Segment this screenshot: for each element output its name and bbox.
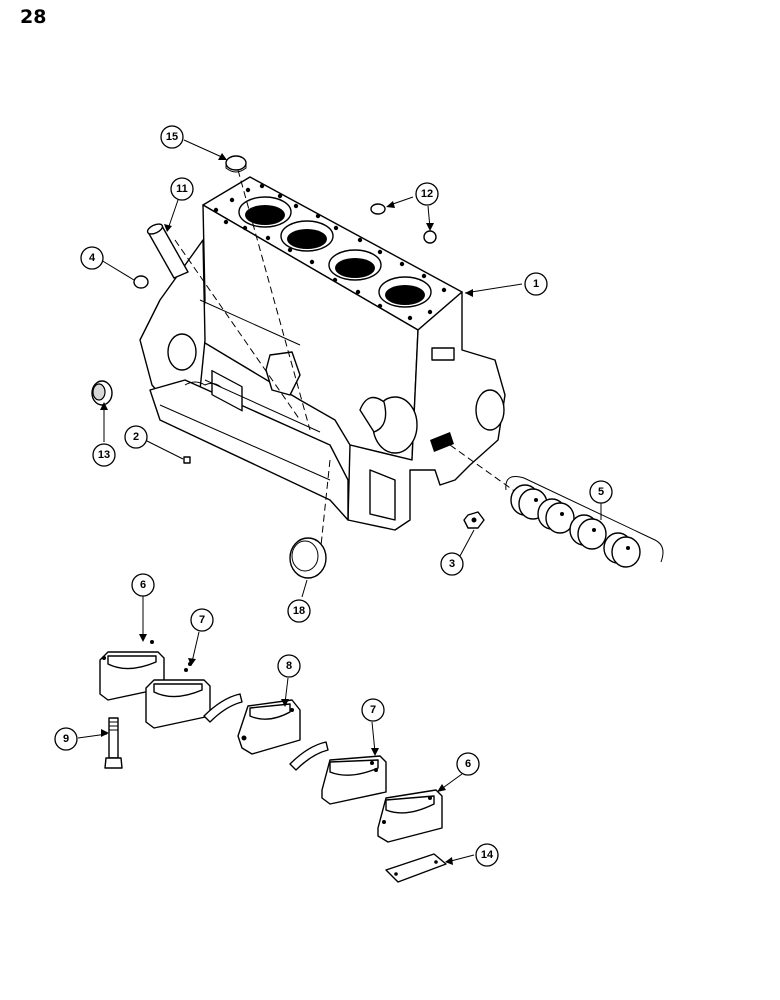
thrust-washer-b — [289, 741, 329, 771]
callout-leaders — [77, 139, 602, 865]
callout-3: 3 — [440, 552, 464, 576]
callout-14: 14 — [475, 843, 499, 867]
callout-4: 4 — [80, 246, 104, 270]
callout-11: 11 — [170, 177, 194, 201]
svg-text:5: 5 — [598, 486, 604, 498]
svg-text:3: 3 — [449, 558, 455, 570]
plug-4 — [133, 275, 149, 289]
tube-11 — [146, 223, 189, 279]
svg-text:18: 18 — [293, 605, 305, 617]
callout-18: 18 — [287, 599, 311, 623]
svg-text:14: 14 — [481, 849, 494, 861]
callout-6-top: 6 — [131, 573, 155, 597]
expansion-plug-15 — [225, 155, 247, 173]
callout-7-bottom: 7 — [361, 698, 385, 722]
bearing-cap-8 — [237, 699, 301, 755]
plug-2 — [183, 456, 191, 464]
svg-text:15: 15 — [166, 131, 178, 143]
callout-13: 13 — [92, 443, 116, 467]
bearing-cap-7b — [321, 755, 387, 805]
callout-7-top: 7 — [190, 608, 214, 632]
callout-8: 8 — [277, 654, 301, 678]
bearing-cap-6b — [377, 789, 443, 843]
svg-text:11: 11 — [176, 183, 188, 195]
nut-3 — [463, 511, 485, 529]
svg-text:12: 12 — [421, 188, 433, 200]
svg-text:2: 2 — [133, 431, 139, 443]
svg-text:7: 7 — [370, 704, 376, 716]
plug-12a — [370, 203, 386, 215]
bolt-9 — [104, 717, 123, 769]
expansion-plug-18 — [289, 537, 327, 579]
svg-text:1: 1 — [533, 278, 539, 290]
thrust-washer-a — [203, 693, 243, 723]
callout-1: 1 — [524, 272, 548, 296]
svg-text:8: 8 — [286, 660, 292, 672]
svg-text:6: 6 — [465, 758, 471, 770]
svg-text:9: 9 — [63, 733, 69, 745]
svg-text:7: 7 — [199, 614, 205, 626]
cylinder-block — [139, 176, 506, 531]
callout-12: 12 — [415, 182, 439, 206]
camshaft-bushings-5 — [505, 476, 664, 568]
callout-15: 15 — [160, 125, 184, 149]
callout-2: 2 — [124, 425, 148, 449]
svg-text:4: 4 — [89, 252, 96, 264]
svg-text:6: 6 — [140, 579, 146, 591]
svg-text:13: 13 — [98, 449, 110, 461]
page-number: 28 — [20, 6, 47, 28]
bearing-cap-7a — [145, 662, 211, 729]
seal-13 — [91, 380, 113, 406]
callout-9: 9 — [54, 727, 78, 751]
shim-14 — [385, 853, 447, 883]
callout-6-bottom: 6 — [456, 752, 480, 776]
callout-5: 5 — [589, 480, 613, 504]
plug-12b — [423, 230, 437, 244]
